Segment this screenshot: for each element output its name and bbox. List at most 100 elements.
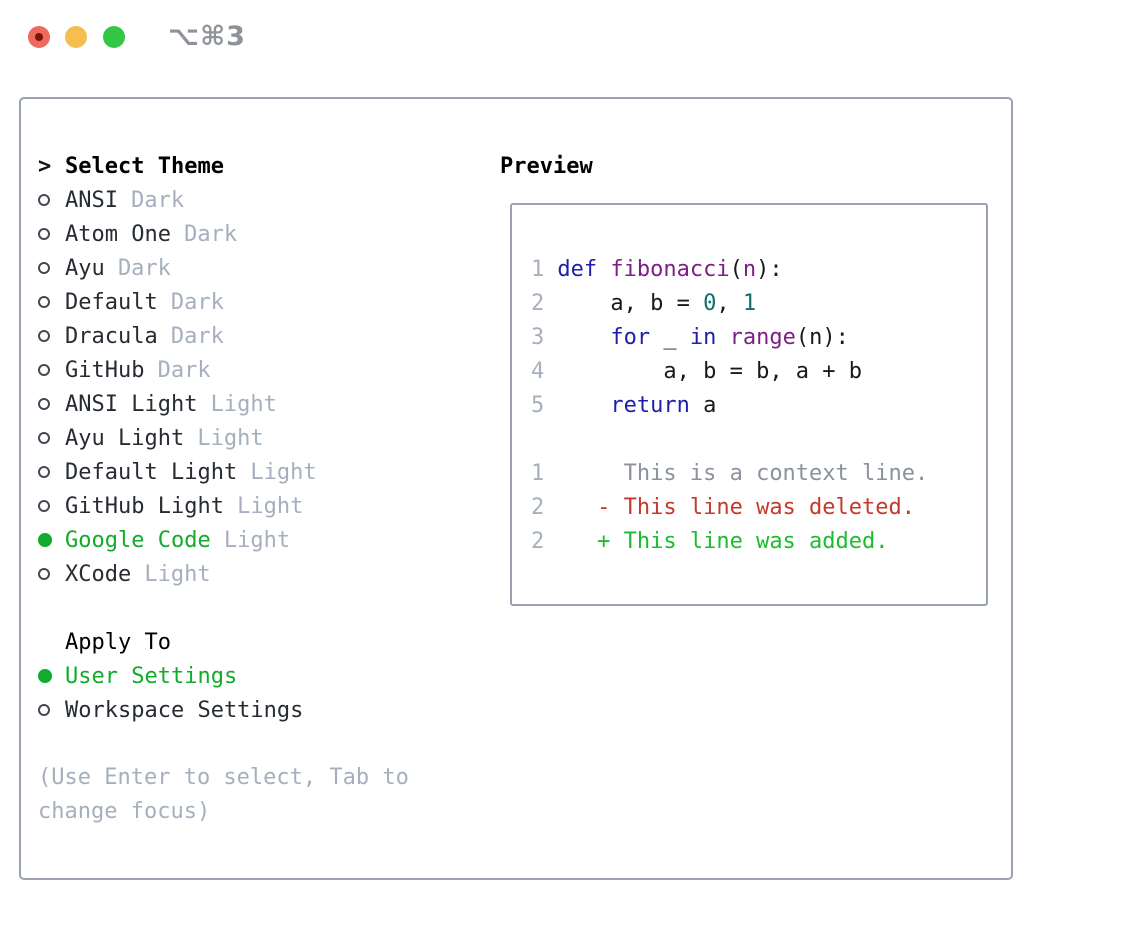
radio-icon xyxy=(38,704,65,716)
code-segment-pl xyxy=(716,325,729,350)
radio-icon xyxy=(38,432,65,444)
code-segment-pl xyxy=(557,325,610,350)
code-segment-pl xyxy=(557,393,610,418)
code-segment-fn: range xyxy=(729,324,796,350)
code-line: 5 return a xyxy=(531,388,986,422)
line-number: 1 xyxy=(531,256,545,282)
code-segment-pl: _ xyxy=(650,324,690,350)
close-button[interactable] xyxy=(28,26,50,48)
help-text: (Use Enter to select, Tab to change focu… xyxy=(38,765,409,824)
radio-icon xyxy=(38,568,65,580)
code-segment-pl: a, b = xyxy=(557,290,704,316)
maximize-button[interactable] xyxy=(103,26,125,48)
theme-variant-tag: Light xyxy=(237,493,304,519)
theme-option-ansi-light[interactable]: ANSI Light Light xyxy=(38,387,470,421)
theme-variant-tag: Dark xyxy=(170,323,224,349)
code-segment-del: - This line was deleted. xyxy=(557,494,916,520)
code-segment-add: + This line was added. xyxy=(557,528,889,554)
theme-option-label: ANSI Light xyxy=(65,391,198,417)
theme-option-label: ANSI xyxy=(65,187,118,213)
theme-variant-tag: Light xyxy=(223,527,291,553)
theme-option-default[interactable]: Default Dark xyxy=(38,285,470,319)
line-number: 2 xyxy=(531,494,545,520)
code-segment-pl: a, b = b, a + b xyxy=(557,358,863,384)
radio-icon xyxy=(38,500,65,512)
theme-variant-tag: Light xyxy=(210,391,277,417)
theme-option-xcode[interactable]: XCode Light xyxy=(38,557,470,591)
theme-option-ayu-light[interactable]: Ayu Light Light xyxy=(38,421,470,455)
selected-radio-icon xyxy=(38,669,65,683)
theme-option-label: Google Code xyxy=(65,527,211,553)
theme-option-label: GitHub xyxy=(65,357,145,383)
theme-option-label: XCode xyxy=(65,561,132,587)
theme-variant-tag: Light xyxy=(144,561,211,587)
theme-option-atom-one[interactable]: Atom One Dark xyxy=(38,217,470,251)
select-theme-title: Select Theme xyxy=(65,153,224,179)
theme-option-ansi[interactable]: ANSI Dark xyxy=(38,183,470,217)
titlebar: ⌥⌘3 xyxy=(0,0,1140,97)
theme-variant-tag: Dark xyxy=(170,289,224,315)
theme-option-label: Ayu Light xyxy=(65,425,185,451)
code-segment-fn: n xyxy=(742,256,757,282)
code-segment-lit: 1 xyxy=(742,290,757,316)
apply-to-title: Apply To xyxy=(65,629,171,655)
line-number: 3 xyxy=(531,324,545,350)
minimize-button[interactable] xyxy=(65,26,87,48)
apply-option-user-settings[interactable]: User Settings xyxy=(38,659,470,693)
line-number: 2 xyxy=(531,290,545,316)
radio-icon xyxy=(38,330,65,342)
code-segment-kw: return xyxy=(610,392,690,418)
radio-icon xyxy=(38,262,65,274)
line-number: 4 xyxy=(531,358,545,384)
theme-option-label: Atom One xyxy=(65,221,171,247)
code-line: 1 This is a context line. xyxy=(531,456,986,490)
theme-option-label: Ayu xyxy=(65,255,105,281)
theme-variant-tag: Light xyxy=(197,425,264,451)
line-number: 2 xyxy=(531,528,545,554)
unsaved-indicator-icon xyxy=(35,33,43,41)
theme-option-github[interactable]: GitHub Dark xyxy=(38,353,470,387)
code-line: 2 - This line was deleted. xyxy=(531,490,986,524)
apply-option-workspace-settings[interactable]: Workspace Settings xyxy=(38,693,470,727)
radio-icon xyxy=(38,364,65,376)
code-segment-pl: a xyxy=(689,392,717,418)
select-theme-header: > Select Theme xyxy=(38,149,470,183)
radio-icon xyxy=(38,466,65,478)
code-line: 2 a, b = 0, 1 xyxy=(531,286,986,320)
theme-variant-tag: Dark xyxy=(184,221,238,247)
spacer xyxy=(38,591,470,625)
window-shortcut-label: ⌥⌘3 xyxy=(168,21,246,52)
apply-to-header: Apply To xyxy=(38,625,470,659)
radio-icon xyxy=(38,194,65,206)
line-number: 1 xyxy=(531,460,545,486)
apply-option-label: Workspace Settings xyxy=(65,697,304,723)
radio-icon xyxy=(38,296,65,308)
theme-option-google-code[interactable]: Google Code Light xyxy=(38,523,470,557)
code-segment-ctx: This is a context line. xyxy=(557,460,929,486)
code-segment-pl xyxy=(597,257,610,282)
code-segment-pl: , xyxy=(716,290,743,316)
radio-icon xyxy=(38,228,65,240)
code-line: 4 a, b = b, a + b xyxy=(531,354,986,388)
theme-variant-tag: Dark xyxy=(157,357,211,383)
theme-variant-tag: Dark xyxy=(117,255,171,281)
theme-option-label: Default xyxy=(65,289,158,315)
radio-icon xyxy=(38,398,65,410)
code-line: 3 for _ in range(n): xyxy=(531,320,986,354)
apply-option-label: User Settings xyxy=(65,663,238,689)
preview-title: Preview xyxy=(500,153,593,179)
theme-variant-tag: Dark xyxy=(131,187,185,213)
selected-radio-icon xyxy=(38,533,65,547)
code-segment-pl: ): xyxy=(756,256,783,282)
theme-option-ayu[interactable]: Ayu Dark xyxy=(38,251,470,285)
code-segment-kw: for xyxy=(610,324,651,350)
